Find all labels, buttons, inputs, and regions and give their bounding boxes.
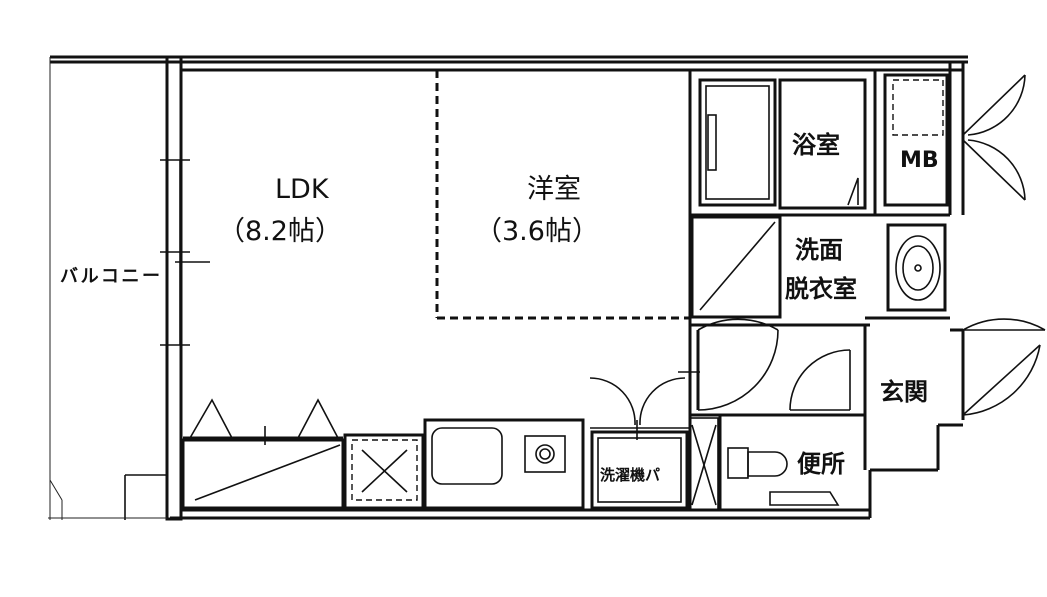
washroom: 洗面 脱衣室 <box>690 215 947 319</box>
washing-machine-area: 洗濯機パ <box>590 430 689 510</box>
kitchen <box>181 418 585 510</box>
western-room-size-label: （3.6帖） <box>475 216 599 247</box>
mb-label: MB <box>900 148 939 173</box>
toilet: 便所 <box>689 417 845 511</box>
closet-doors <box>183 398 343 445</box>
western-room-label: 洋室 <box>527 174 581 205</box>
window-marks <box>160 159 210 346</box>
washer-label: 洗濯機パ <box>600 466 660 484</box>
washroom-label-2: 脱衣室 <box>785 275 857 303</box>
ldk-label: LDK <box>275 174 330 205</box>
toilet-label: 便所 <box>797 450 845 478</box>
outer-walls <box>49 55 968 521</box>
hall-doors <box>589 318 851 440</box>
entrance-doors: 玄関 <box>880 74 1046 416</box>
bath-label: 浴室 <box>792 131 840 159</box>
balcony-label: バルコニー <box>60 266 160 287</box>
meter-box: MB <box>883 73 949 207</box>
bathtub: 浴室 <box>698 78 867 210</box>
washroom-label-1: 洗面 <box>795 236 843 264</box>
balcony: バルコニー <box>48 266 167 520</box>
entrance-label: 玄関 <box>880 378 928 406</box>
ldk-size-label: （8.2帖） <box>218 216 342 247</box>
